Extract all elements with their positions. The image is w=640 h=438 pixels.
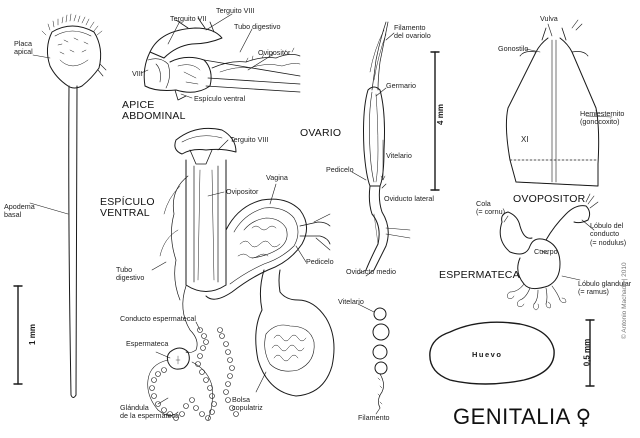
espermateca-drawing xyxy=(500,194,598,310)
label-viii: VIII xyxy=(132,69,143,78)
ovario-leader-lines xyxy=(352,33,394,188)
espiculo-ventral-drawing xyxy=(160,128,236,300)
label-placa-apical: Placa apical xyxy=(14,39,33,57)
label-oviducto-lateral: Oviducto lateral xyxy=(384,194,434,203)
center-leader-lines xyxy=(152,140,306,404)
label-hemiesternito: Hemiesternito (gonocoxito) xyxy=(580,109,625,127)
ovopositor-leader-lines xyxy=(526,24,612,117)
label-cola: Cola (= cornu) xyxy=(476,199,505,217)
label-terguito-viii-mid: Terguito VIII xyxy=(230,135,269,144)
bolsa-copulatriz-drawing xyxy=(256,270,334,396)
vitelario-leader-lines xyxy=(358,304,380,414)
label-bolsa-copulatriz: Bolsa copulatriz xyxy=(232,395,263,413)
egg-scale-bar xyxy=(586,320,594,386)
label-lobulo-glandular: Lóbulo glandular (= ramus) xyxy=(578,279,632,297)
label-xi: XI xyxy=(521,135,529,144)
oviducto-coils-drawing xyxy=(206,199,330,299)
ovopositor-drawing xyxy=(506,20,598,186)
copyright-note: © Antonio Machado | 2010 xyxy=(621,262,628,339)
section-espiculo-ventral: ESPÍCULO VENTRAL xyxy=(100,196,155,219)
section-apice-abdominal: APICE ABDOMINAL xyxy=(122,99,186,122)
apodema-basal-drawing xyxy=(69,86,77,398)
section-ovopositor: OVOPOSITOR xyxy=(513,193,586,205)
espermateca-leader-lines xyxy=(504,216,594,280)
figure-title: GENITALIA♀ xyxy=(453,404,592,430)
label-espiculo-ventral: Espículo ventral xyxy=(194,94,246,103)
female-symbol: ♀ xyxy=(575,405,592,429)
section-ovario: OVARIO xyxy=(300,127,342,139)
apice-abdominal-drawing xyxy=(144,18,300,100)
label-terguito-vii: Terguito VII xyxy=(170,14,207,23)
left-leader-lines xyxy=(30,55,68,214)
placa-apical-drawing xyxy=(42,14,106,88)
label-tubo-digestivo-top: Tubo digestivo xyxy=(234,22,281,31)
label-tubo-digestivo-mid: Tubo digestivo xyxy=(116,265,145,283)
label-vitelario-lower: Vitelario xyxy=(338,297,364,306)
label-terguito-viii-top: Terguito VIII xyxy=(216,6,255,15)
label-huevo: Huevo xyxy=(472,350,503,359)
label-gonostilo: Gonostilo xyxy=(498,44,529,53)
label-vagina: Vagina xyxy=(266,173,288,182)
scale-label-left: 1 mm xyxy=(27,324,37,345)
huevo-drawing xyxy=(430,322,554,384)
label-ovipositor-top: Ovipositor xyxy=(258,48,291,57)
label-lobulo-conducto: Lóbulo del conducto (= nodulus) xyxy=(590,221,627,247)
ovario-scale-bar xyxy=(431,52,439,190)
label-cuerpo: Cuerpo xyxy=(534,247,558,256)
apice-leader-lines xyxy=(141,14,272,98)
label-pedicelo-mid: Pedicelo xyxy=(306,257,334,266)
gland-beads xyxy=(150,328,239,421)
left-scale-bar xyxy=(14,286,22,384)
label-germario: Germario xyxy=(386,81,416,90)
espermateca-gland-drawing xyxy=(148,286,239,421)
label-filamento-ovariolo: Filamento del ovariolo xyxy=(394,23,431,41)
scale-label-ovario: 4 mm xyxy=(435,104,445,125)
vitelario-drawing xyxy=(373,308,389,408)
label-filamento: Filamento xyxy=(358,413,390,422)
label-apodema-basal: Apodema basal xyxy=(4,202,35,220)
section-espermateca: ESPERMATECA xyxy=(439,269,520,281)
scale-label-egg: 0,5 mm xyxy=(582,338,592,367)
label-pedicelo-ovario: Pedicelo xyxy=(326,165,354,174)
label-glandula: Glándula de la espermateca xyxy=(120,403,180,421)
label-ovipositor-mid: Ovipositor xyxy=(226,187,259,196)
label-vulva: Vulva xyxy=(540,14,558,23)
label-oviducto-medio: Oviducto medio xyxy=(346,267,396,276)
title-text: GENITALIA xyxy=(453,404,571,429)
ovario-drawing xyxy=(358,22,410,276)
label-conducto-espermatecal: Conducto espermatecal xyxy=(120,314,196,323)
label-espermateca: Espermateca xyxy=(126,339,169,348)
label-vitelario-ovario: Vitelario xyxy=(386,151,412,160)
